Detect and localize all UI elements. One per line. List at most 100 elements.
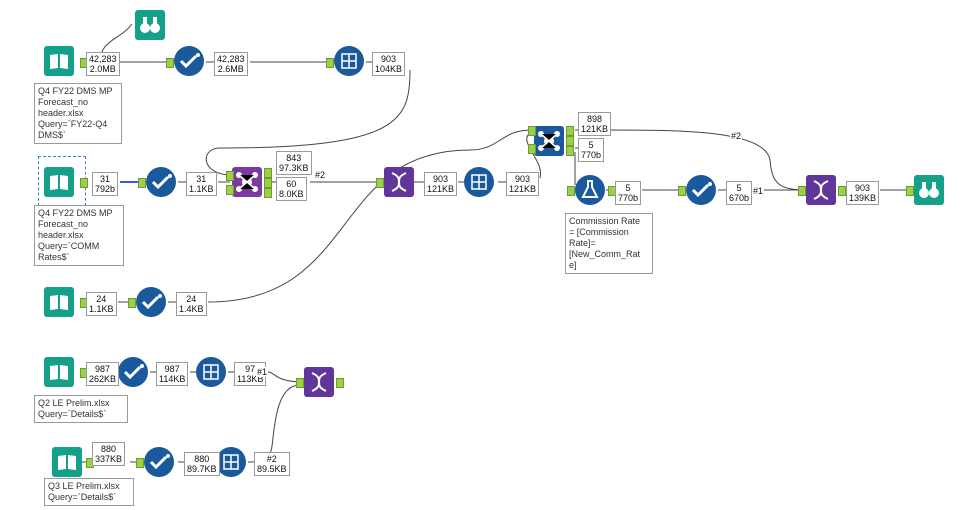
open-book-icon <box>52 447 82 477</box>
data-size: 2.6MB <box>217 64 244 74</box>
browse-tool[interactable] <box>914 175 944 205</box>
input-data-tool[interactable] <box>52 447 82 477</box>
port[interactable] <box>678 186 686 196</box>
summarize-tool[interactable] <box>464 167 494 197</box>
select-tool[interactable] <box>146 167 176 197</box>
tool-annotation: Q3 LE Prelim.xlsx Query=`Details$` <box>44 478 134 506</box>
input-data-tool[interactable] <box>44 46 74 76</box>
port[interactable] <box>264 178 272 188</box>
union-tool[interactable] <box>304 367 334 397</box>
port[interactable] <box>80 178 88 188</box>
record-count: 898 <box>587 114 603 124</box>
sigma-grid-icon <box>196 357 226 387</box>
data-size: 114KB <box>159 374 186 384</box>
summarize-tool[interactable] <box>334 46 364 76</box>
flask-icon <box>575 175 605 205</box>
union-tool[interactable] <box>384 167 414 197</box>
select-tool[interactable] <box>174 46 204 76</box>
data-size: 121KB <box>509 184 537 194</box>
port[interactable] <box>566 136 574 146</box>
port[interactable] <box>264 188 272 198</box>
record-count: 880 <box>194 454 210 464</box>
selection-box <box>38 156 86 206</box>
open-book-icon <box>44 357 74 387</box>
wire-label: #1 <box>256 367 269 377</box>
port[interactable] <box>906 186 914 196</box>
record-count: 843 <box>286 153 302 163</box>
sigma-grid-icon <box>464 167 494 197</box>
port[interactable] <box>798 186 806 196</box>
join-tool[interactable] <box>534 126 564 156</box>
port[interactable] <box>128 298 136 308</box>
browse-tool[interactable] <box>135 10 165 40</box>
select-tool[interactable] <box>686 175 716 205</box>
data-size: 1.1KB <box>89 304 114 314</box>
data-size: 1.1KB <box>189 184 214 194</box>
port[interactable] <box>838 186 846 196</box>
summarize-tool[interactable] <box>216 447 246 477</box>
checkmark-icon <box>136 287 166 317</box>
dna-icon <box>806 175 836 205</box>
data-size: 121KB <box>581 124 609 134</box>
record-count: 31 <box>100 174 111 184</box>
binoculars-icon <box>135 10 165 40</box>
open-book-icon <box>44 167 74 197</box>
record-count: 903 <box>433 174 449 184</box>
record-count: #2 <box>266 454 277 464</box>
select-tool[interactable] <box>118 357 148 387</box>
record-count: 5 <box>588 140 594 150</box>
data-size: 670b <box>729 193 750 203</box>
data-size: 262KB <box>89 374 117 384</box>
checkmark-icon <box>686 175 716 205</box>
port[interactable] <box>326 58 334 68</box>
port[interactable] <box>566 126 574 136</box>
select-tool[interactable] <box>136 287 166 317</box>
data-size: 8.0KB <box>279 189 304 199</box>
record-count: 42,283 <box>89 54 117 64</box>
join-tool[interactable] <box>232 167 262 197</box>
formula-tool[interactable] <box>575 175 605 205</box>
port[interactable] <box>166 58 174 68</box>
port[interactable] <box>567 186 575 196</box>
input-data-tool[interactable] <box>44 287 74 317</box>
tool-annotation: Q4 FY22 DMS MP Forecast_no header.xlsx Q… <box>34 83 122 144</box>
port[interactable] <box>226 185 234 195</box>
port[interactable] <box>528 144 536 154</box>
join-icon <box>534 126 564 156</box>
port[interactable] <box>136 458 144 468</box>
record-count: 5 <box>625 183 631 193</box>
record-count: 31 <box>196 174 207 184</box>
data-size: 2.0MB <box>89 64 116 74</box>
port[interactable] <box>566 146 574 156</box>
record-count: 24 <box>186 294 197 304</box>
port[interactable] <box>336 378 344 388</box>
port[interactable] <box>296 378 304 388</box>
input-data-tool[interactable] <box>44 357 74 387</box>
input-data-tool[interactable] <box>44 167 74 197</box>
port[interactable] <box>226 171 234 181</box>
wire-label: #2 <box>314 170 327 180</box>
summarize-tool[interactable] <box>196 357 226 387</box>
data-size: 104KB <box>375 64 403 74</box>
port[interactable] <box>528 126 536 136</box>
port[interactable] <box>138 178 146 188</box>
sigma-grid-icon <box>216 447 246 477</box>
port[interactable] <box>264 168 272 178</box>
select-tool[interactable] <box>144 447 174 477</box>
record-count: 5 <box>736 183 742 193</box>
union-tool[interactable] <box>806 175 836 205</box>
port[interactable] <box>376 178 384 188</box>
